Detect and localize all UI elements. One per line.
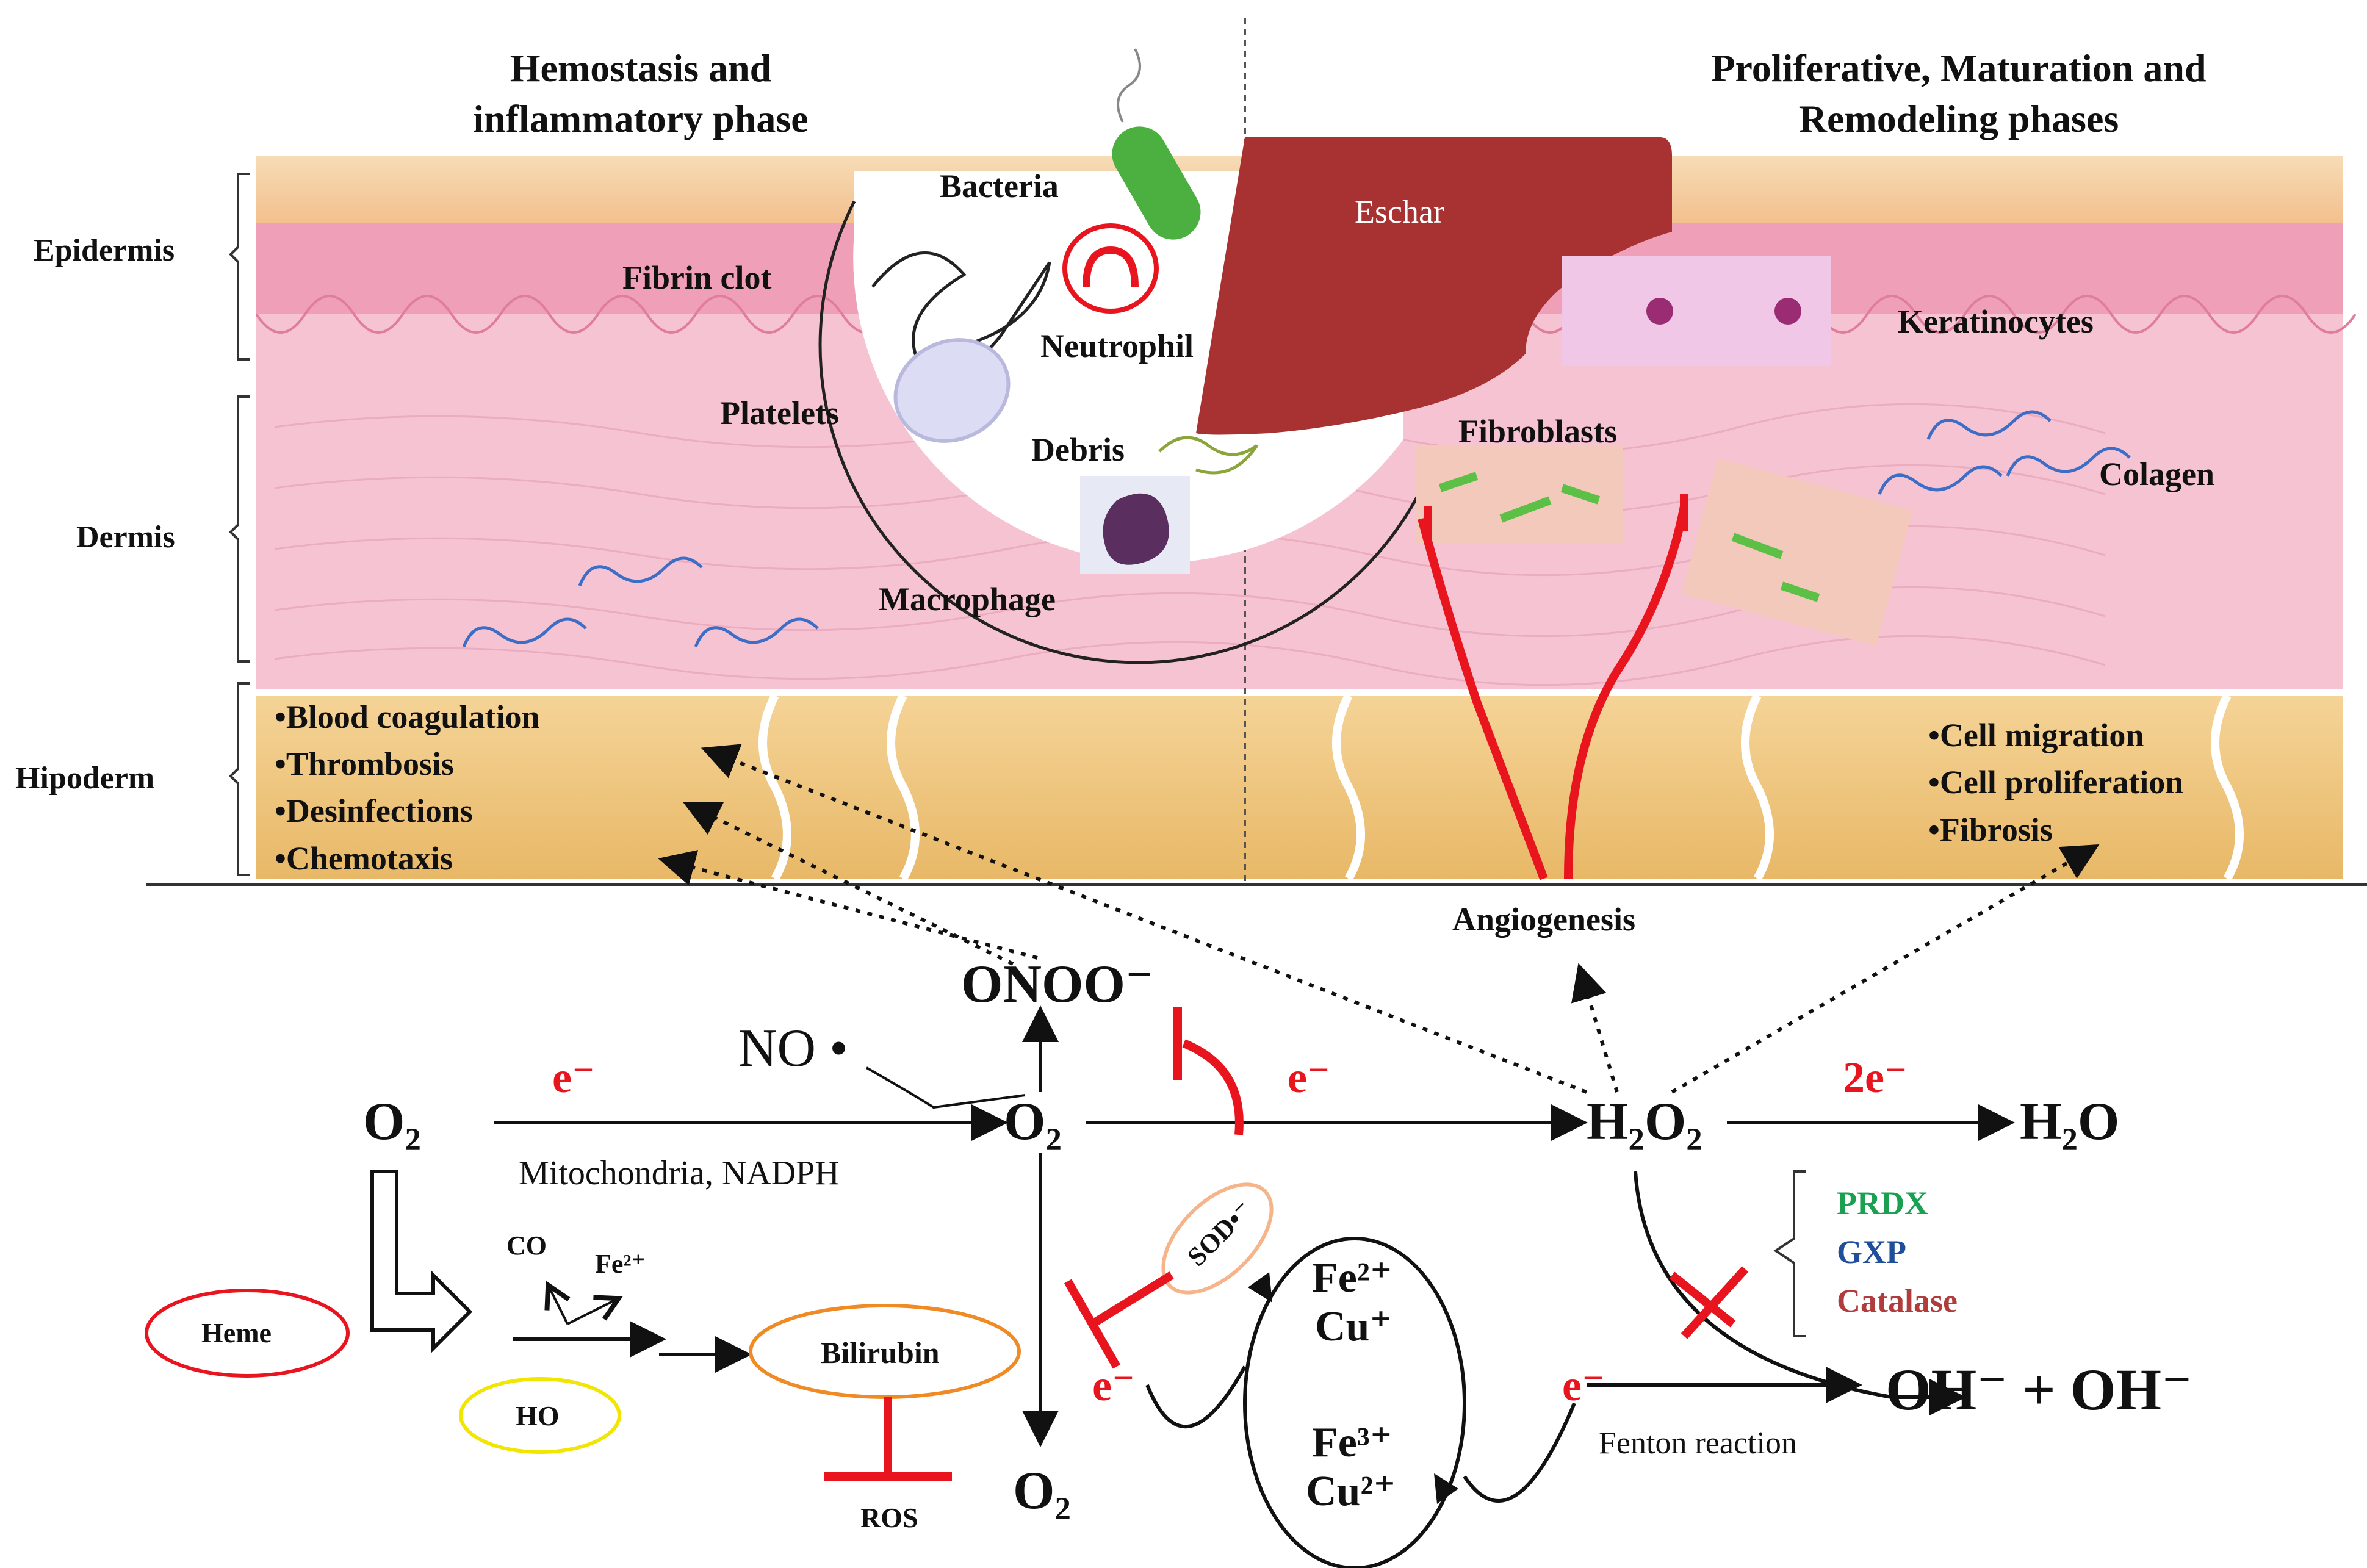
hollow-arrow xyxy=(370,1170,473,1353)
no-radical: NO • xyxy=(738,1019,848,1078)
h2o2: H₂O₂ xyxy=(1587,1092,1702,1151)
label-bacteria: Bacteria xyxy=(940,168,1059,204)
o2-bottom: O₂ xyxy=(1013,1461,1071,1520)
heme-ellipse xyxy=(145,1289,350,1378)
layer-dermis: Dermis xyxy=(76,520,175,555)
co-label: CO xyxy=(506,1231,547,1261)
cu2-label: Cu²⁺ xyxy=(1306,1468,1396,1515)
platelet-cell xyxy=(893,338,1011,443)
label-neutrophil: Neutrophil xyxy=(1040,328,1194,364)
eschar-shape xyxy=(1196,137,1672,435)
cycle-arrow-top xyxy=(1248,1272,1272,1303)
effect-blood-coagulation: •Blood coagulation xyxy=(275,699,540,735)
label-platelets: Platelets xyxy=(720,395,839,431)
metal-cycle xyxy=(1243,1237,1466,1568)
label-keratinocytes: Keratinocytes xyxy=(1898,303,2094,340)
effect-fibrosis: •Fibrosis xyxy=(1928,811,2053,848)
cycle-left-link xyxy=(1145,1365,1247,1429)
keratinocytes-cells xyxy=(1562,256,1831,366)
sod-ellipse xyxy=(1161,1182,1274,1295)
angiogenesis-vessels xyxy=(1418,494,1688,880)
bacteria-cell xyxy=(1112,48,1201,240)
label-fibrin-clot: Fibrin clot xyxy=(622,259,772,296)
effect-cell-proliferation: •Cell proliferation xyxy=(1928,764,2184,800)
fat-septa xyxy=(758,693,2244,881)
two-electrons: 2e⁻ xyxy=(1843,1053,1908,1102)
fe2-label: Fe²⁺ xyxy=(1312,1254,1392,1301)
layer-hipoderm: Hipoderm xyxy=(15,761,155,796)
cycle-right-link xyxy=(1463,1402,1576,1503)
label-angiogenesis: Angiogenesis xyxy=(1452,901,1636,938)
layer-epidermis: Epidermis xyxy=(34,233,175,268)
macrophage-cell xyxy=(1080,476,1190,574)
ho-ellipse xyxy=(459,1377,621,1454)
no-connector xyxy=(866,1066,1026,1109)
effect-thrombosis: •Thrombosis xyxy=(275,746,454,782)
electron-cycle-left: e⁻ xyxy=(1092,1361,1135,1410)
effect-cell-migration: •Cell migration xyxy=(1928,717,2144,753)
neutrophil-cell xyxy=(1062,223,1159,314)
label-eschar: Eschar xyxy=(1355,193,1444,230)
dotted-effect-arrows xyxy=(658,744,2100,1094)
prdx-label: PRDX xyxy=(1837,1185,1928,1221)
label-debris: Debris xyxy=(1031,431,1125,468)
gxp-label: GXP xyxy=(1837,1234,1906,1270)
reaction-arrows xyxy=(494,1005,2015,1447)
phase-right-title: Proliferative, Maturation and Remodeling… xyxy=(1711,46,2207,141)
co-fe-arrows xyxy=(549,1287,616,1325)
electron-first: e⁻ xyxy=(552,1053,595,1102)
effect-chemotaxis: •Chemotaxis xyxy=(275,840,453,877)
hipoderm-region xyxy=(256,692,2343,879)
bilirubin-label: Bilirubin xyxy=(821,1336,940,1370)
zoom-circle-arc xyxy=(818,200,1424,664)
inhibition-bars xyxy=(824,1007,1749,1481)
electron-fenton: e⁻ xyxy=(1562,1361,1605,1410)
fenton-label: Fenton reaction xyxy=(1599,1426,1797,1461)
antioxidant-brace xyxy=(1773,1170,1806,1337)
electron-second: e⁻ xyxy=(1288,1053,1330,1102)
label-fibroblasts: Fibroblasts xyxy=(1458,413,1618,450)
fibroblasts-cells xyxy=(1416,445,1913,646)
cycle-arrow-bottom xyxy=(1434,1473,1458,1504)
heme-label: Heme xyxy=(201,1317,272,1348)
o2-start: O₂ xyxy=(363,1092,421,1151)
mitochondria-label: Mitochondria, NADPH xyxy=(519,1154,840,1192)
label-colagen: Colagen xyxy=(2099,456,2214,492)
phase-left-title: Hemostasis and inflammatory phase xyxy=(473,46,809,141)
effect-desinfections: •Desinfections xyxy=(275,793,473,829)
debris-strand xyxy=(1158,436,1259,475)
label-macrophage: Macrophage xyxy=(879,581,1056,617)
h2o: H₂O xyxy=(2020,1092,2120,1151)
fe2-small-label: Fe²⁺ xyxy=(595,1249,646,1279)
ho-label: HO xyxy=(516,1400,560,1431)
onoo-product: ONOO⁻ xyxy=(961,955,1154,1014)
layer-braces xyxy=(229,173,250,876)
cu1-label: Cu⁺ xyxy=(1315,1303,1392,1350)
collagen-strands xyxy=(462,410,2131,647)
ros-label: ROS xyxy=(860,1502,918,1533)
fe3-label: Fe³⁺ xyxy=(1312,1419,1392,1466)
catalase-label: Catalase xyxy=(1837,1282,1958,1319)
o2-middle: O₂ xyxy=(1004,1092,1062,1151)
oh-products: OH⁻ + OH⁻ xyxy=(1886,1357,2192,1422)
